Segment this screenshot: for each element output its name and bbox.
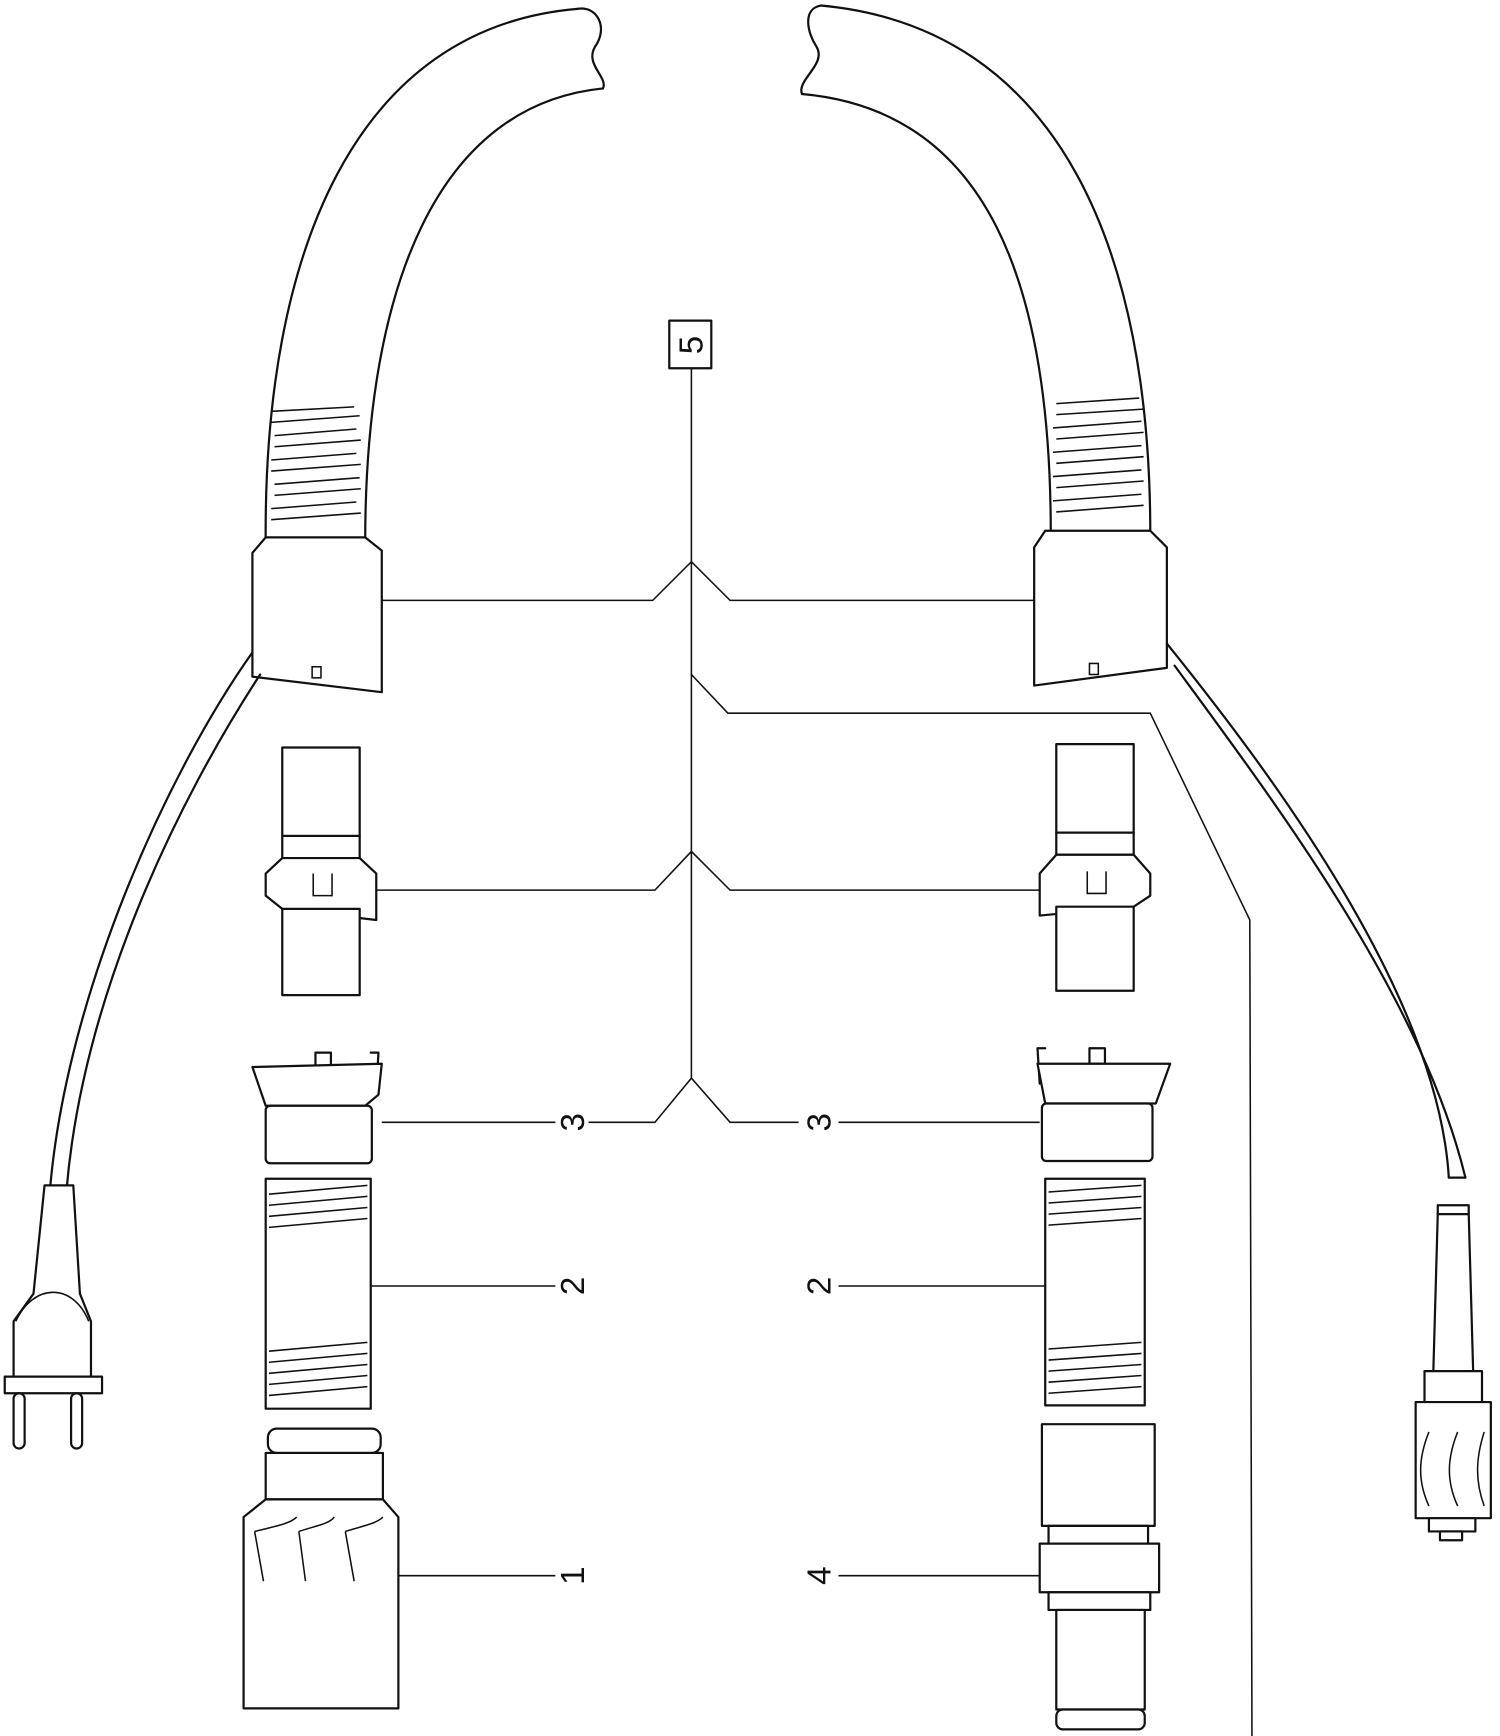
right-hose-collar	[1033, 529, 1168, 687]
right-hose	[800, 4, 1152, 535]
callout-1: 1	[555, 1566, 592, 1584]
right-sleeve	[1044, 1177, 1146, 1407]
cable-connector	[1414, 1204, 1492, 1542]
left-adapter	[264, 746, 378, 997]
left-collar-slot	[311, 665, 322, 679]
instrument-coupling	[1038, 1423, 1161, 1731]
left-ring	[251, 1051, 383, 1165]
callout-5: 5	[673, 336, 710, 354]
callout-4: 4	[802, 1566, 839, 1584]
left-sleeve	[264, 1177, 372, 1410]
left-hose-collar	[251, 536, 383, 694]
callout-2-right: 2	[802, 1277, 839, 1295]
right-adapter	[1038, 743, 1152, 992]
right-ring	[1036, 1047, 1172, 1163]
callout-5-box	[668, 319, 713, 370]
callout-3-right: 3	[802, 1113, 839, 1131]
callout-2-left: 2	[555, 1277, 592, 1295]
handpiece-coupling	[242, 1427, 400, 1710]
power-cable	[48, 651, 262, 1190]
connector-cable	[1165, 642, 1467, 1179]
mains-plug	[3, 1184, 104, 1450]
callout-3-left: 3	[555, 1113, 592, 1131]
leader-lines	[370, 368, 1253, 1736]
left-hose	[264, 7, 605, 543]
right-collar-slot	[1088, 662, 1100, 676]
